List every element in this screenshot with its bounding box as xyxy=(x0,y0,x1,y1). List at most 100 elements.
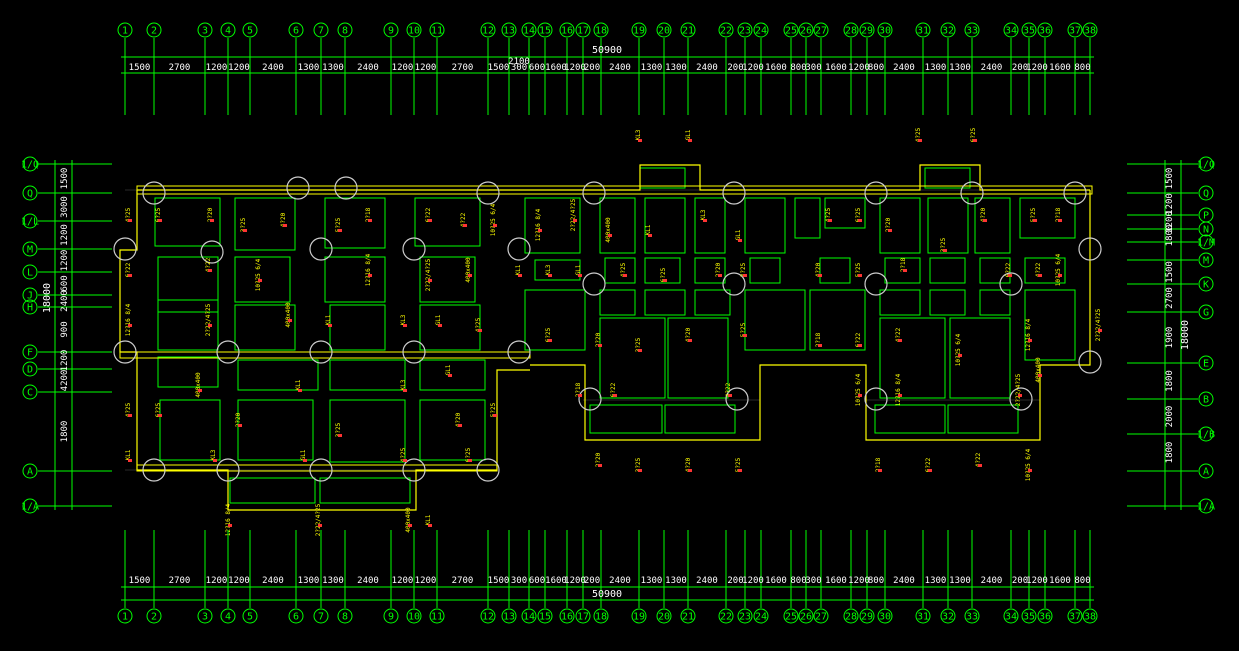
bottom-dim: 1300 xyxy=(665,576,687,586)
top-axis-4: 4 xyxy=(220,22,236,38)
top-dim: 1200 xyxy=(392,63,414,73)
rebar-label: 5?25 xyxy=(335,217,342,232)
rebar-label: 3?25 xyxy=(335,422,342,437)
room-outline xyxy=(524,197,581,254)
rebar-mark xyxy=(703,219,707,222)
left-axis-M: M xyxy=(22,241,38,257)
rebar-label: 4?20 xyxy=(455,412,462,427)
rebar-label: 5?25 xyxy=(740,322,747,337)
room-outline xyxy=(874,404,946,434)
rebar-label: 2?20 xyxy=(885,217,892,232)
top-dim: 1300 xyxy=(665,63,687,73)
bottom-axis-27: 27 xyxy=(813,608,829,624)
rebar-label: 10?25 6/4 xyxy=(1025,448,1032,481)
column-ring xyxy=(507,340,531,364)
axis-label-text: M xyxy=(27,245,33,256)
rebar-label: 400x400 xyxy=(195,372,202,398)
axis-label-text: 36 xyxy=(1039,612,1051,623)
axis-label-text: 24 xyxy=(755,26,767,37)
top-dim: 2400 xyxy=(696,63,718,73)
axis-bubble xyxy=(197,22,213,38)
rebar-label: 12?16 8/4 xyxy=(895,373,902,406)
rebar-mark xyxy=(613,394,617,397)
axis-label-text: 1/A xyxy=(1197,502,1215,513)
axis-bubble xyxy=(1198,391,1214,407)
bottom-dim: 300 xyxy=(805,576,821,586)
axis-bubble xyxy=(843,22,859,38)
rebar-label: GL1 xyxy=(685,129,692,140)
axis-bubble xyxy=(22,287,38,303)
left-axis-Q: Q xyxy=(22,185,38,201)
right-axis-1/M: 1/M xyxy=(1197,234,1215,250)
axis-label-text: 9 xyxy=(388,612,394,623)
top-axis-27: 27 xyxy=(813,22,829,38)
rebar-mark xyxy=(688,139,692,142)
left-dim: 1500 xyxy=(60,168,70,190)
top-dim: 300 xyxy=(805,63,821,73)
left-total-dim: 18000 xyxy=(42,283,53,313)
top-dim: 2400 xyxy=(609,63,631,73)
left-dim: 2400 xyxy=(60,290,70,312)
room-outline xyxy=(929,289,966,316)
axis-label-text: L xyxy=(27,268,33,279)
axis-label-text: 7 xyxy=(318,26,324,37)
axis-label-text: 7 xyxy=(318,612,324,623)
axis-label-text: 5 xyxy=(247,612,253,623)
bottom-dim: 200 xyxy=(1012,576,1028,586)
axis-label-text: B xyxy=(1203,395,1209,406)
axis-bubble xyxy=(501,22,517,38)
rebar-mark xyxy=(928,469,932,472)
top-axis-15: 15 xyxy=(537,22,553,38)
top-axis-3: 3 xyxy=(197,22,213,38)
room-outline xyxy=(234,197,296,251)
top-axis-5: 5 xyxy=(242,22,258,38)
rebar-mark xyxy=(428,219,432,222)
axis-label-text: 21 xyxy=(682,612,694,623)
room-outline xyxy=(524,289,586,351)
axis-label-text: 11 xyxy=(431,26,443,37)
axis-label-text: J xyxy=(27,291,33,302)
axis-bubble xyxy=(593,608,609,624)
rebar-label: 2?22/4?25 xyxy=(425,258,432,291)
room-outline xyxy=(644,257,681,284)
axis-bubble xyxy=(656,22,672,38)
column-ring xyxy=(309,237,333,261)
axis-label-text: H xyxy=(27,303,33,314)
rebar-label: 2?20 xyxy=(595,452,602,467)
axis-label-text: 31 xyxy=(917,612,929,623)
axis-bubble xyxy=(242,608,258,624)
axis-label-text: E xyxy=(1203,359,1209,370)
axis-label-text: 25 xyxy=(785,26,797,37)
bottom-total-dim: 50900 xyxy=(592,589,622,600)
column-ring xyxy=(582,181,606,205)
rebar-mark xyxy=(493,414,497,417)
room-outline xyxy=(234,256,291,303)
top-dim: 200 xyxy=(1012,63,1028,73)
top-axis-19: 19 xyxy=(631,22,647,38)
bottom-dim: 300 xyxy=(511,576,527,586)
axis-label-text: 22 xyxy=(720,612,732,623)
axis-bubble xyxy=(288,608,304,624)
rebar-label: 4?20 xyxy=(685,457,692,472)
top-dim: 800 xyxy=(868,63,884,73)
bottom-dim: 1300 xyxy=(322,576,344,586)
column-ring xyxy=(334,176,358,200)
rebar-label: 2?18 xyxy=(1055,207,1062,222)
axis-label-text: 33 xyxy=(966,612,978,623)
rebar-mark xyxy=(338,434,342,437)
rebar-mark xyxy=(303,459,307,462)
beam-band xyxy=(136,185,1093,195)
right-axis-1/Q: 1/Q xyxy=(1197,156,1215,172)
room-outline xyxy=(879,197,921,254)
beam-outline xyxy=(137,164,1090,191)
bottom-axis-23: 23 xyxy=(737,608,753,624)
room-outline xyxy=(639,167,686,189)
axis-label-text: 6 xyxy=(293,26,299,37)
room-outline xyxy=(929,257,966,284)
axis-bubble xyxy=(22,463,38,479)
column-ring xyxy=(578,387,602,411)
rebar-label: 4?20 xyxy=(685,327,692,342)
rebar-mark xyxy=(858,274,862,277)
axis-label-text: 13 xyxy=(503,612,515,623)
rebar-mark xyxy=(208,324,212,327)
